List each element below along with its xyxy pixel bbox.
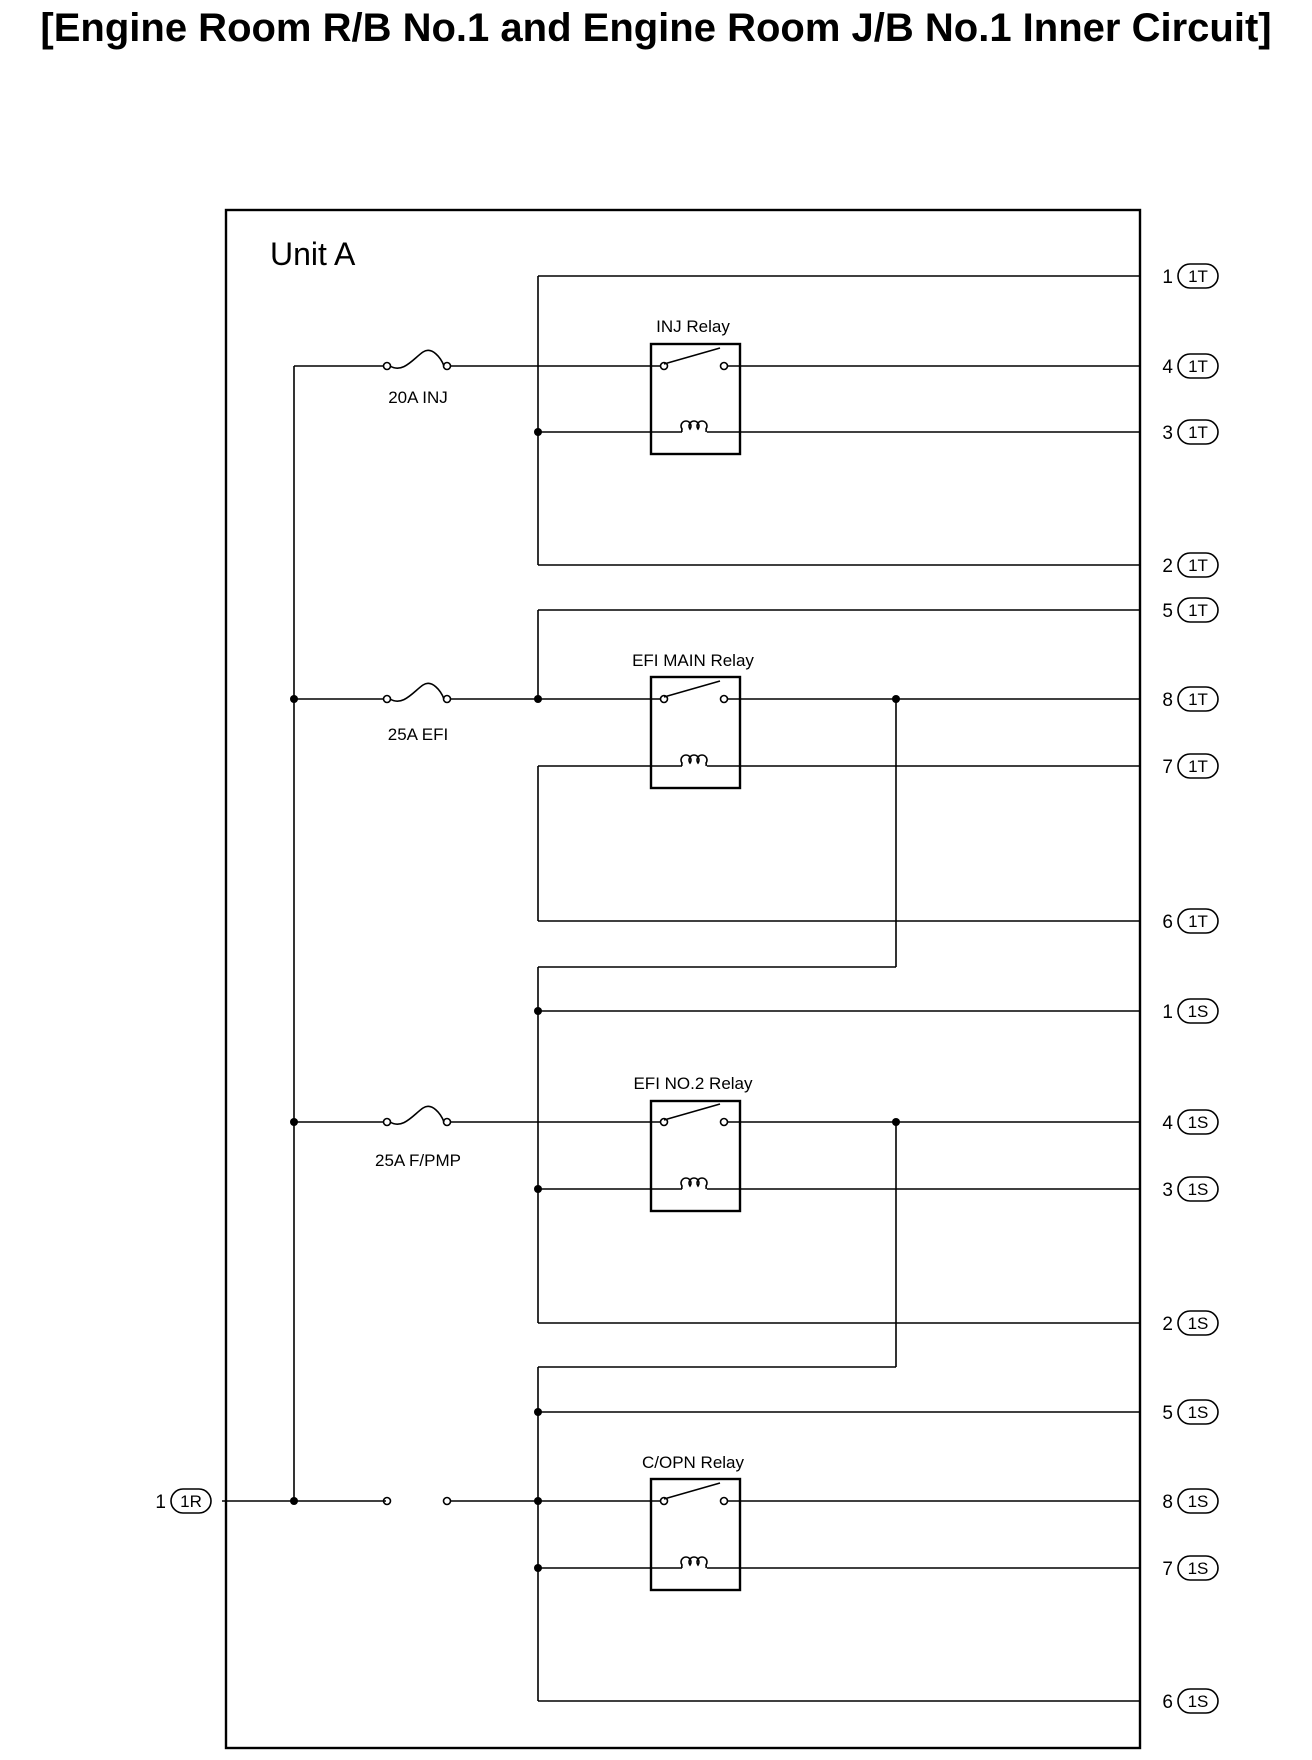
terminal-6-1s: 6 1S — [1162, 1688, 1219, 1714]
fuse-25a-efi: 25A EFI — [382, 682, 452, 744]
terminal-8-1t: 8 1T — [1162, 686, 1219, 712]
terminal-oval — [1177, 263, 1219, 289]
c-opn-relay: C/OPN Relay — [642, 1453, 745, 1592]
terminal-3-1t: 3 1T — [1162, 419, 1219, 445]
terminal-oval — [1177, 1399, 1219, 1425]
terminal-pin: 2 — [1162, 556, 1173, 577]
relay-label-efi-main: EFI MAIN Relay — [632, 651, 754, 670]
fuse-20a-inj: 20A INJ — [382, 349, 452, 407]
supply-bus — [222, 365, 386, 1502]
terminal-pin: 7 — [1162, 1559, 1173, 1580]
terminal-connector: 1T — [1188, 601, 1208, 620]
terminal-pin: 3 — [1162, 1180, 1173, 1201]
terminal-connector: 1R — [180, 1492, 202, 1511]
unit-a-box — [224, 208, 1142, 1750]
inj-relay: INJ Relay — [649, 317, 742, 456]
terminal-2-1s: 2 1S — [1162, 1310, 1219, 1336]
terminal-pin: 1 — [1162, 267, 1173, 288]
terminal-oval — [1177, 998, 1219, 1024]
terminal-7-1s: 7 1S — [1162, 1555, 1219, 1581]
terminal-oval — [1177, 419, 1219, 445]
terminal-pin: 4 — [1162, 1113, 1173, 1134]
terminal-connector: 1S — [1188, 1180, 1209, 1199]
terminal-oval — [1177, 1109, 1219, 1135]
terminal-pin: 1 — [155, 1492, 166, 1513]
terminal-connector: 1T — [1188, 357, 1208, 376]
terminal-pin: 1 — [1162, 1002, 1173, 1023]
empty-fuse-slot — [382, 1496, 538, 1506]
terminal-left-1r: 1 1R — [155, 1488, 212, 1514]
terminal-connector: 1T — [1188, 757, 1208, 776]
terminal-pin: 2 — [1162, 1314, 1173, 1335]
fuse-label-25a-fpmp: 25A F/PMP — [375, 1151, 461, 1170]
terminal-4-1s: 4 1S — [1162, 1109, 1219, 1135]
terminal-oval — [1177, 353, 1219, 379]
terminal-connector: 1T — [1188, 267, 1208, 286]
relay-label-inj: INJ Relay — [656, 317, 730, 336]
terminal-pin: 5 — [1162, 1403, 1173, 1424]
terminal-connector: 1S — [1188, 1403, 1209, 1422]
fuse-25a-fpmp: 25A F/PMP — [375, 1105, 461, 1170]
efi-main-relay: EFI MAIN Relay — [632, 651, 754, 790]
terminal-oval — [1177, 908, 1219, 934]
efi-main-relay-section — [290, 609, 1140, 968]
terminal-connector: 1S — [1188, 1002, 1209, 1021]
terminal-connector: 1S — [1188, 1692, 1209, 1711]
terminal-oval — [1177, 597, 1219, 623]
unit-label: Unit A — [270, 236, 356, 272]
terminal-oval — [1177, 1688, 1219, 1714]
terminal-4-1t: 4 1T — [1162, 353, 1219, 379]
terminal-connector: 1T — [1188, 556, 1208, 575]
terminal-5-1s: 5 1S — [1162, 1399, 1219, 1425]
terminal-oval — [1177, 753, 1219, 779]
terminal-7-1t: 7 1T — [1162, 753, 1219, 779]
c-opn-relay-section — [290, 1367, 1140, 1702]
terminal-3-1s: 3 1S — [1162, 1176, 1219, 1202]
terminal-oval — [1177, 552, 1219, 578]
terminal-connector: 1S — [1188, 1314, 1209, 1333]
terminal-pin: 8 — [1162, 690, 1173, 711]
terminal-pin: 5 — [1162, 601, 1173, 622]
relay-label-efi-no2: EFI NO.2 Relay — [633, 1074, 753, 1093]
fuse-label-25a-efi: 25A EFI — [388, 725, 448, 744]
efi-no2-relay-section — [290, 967, 1140, 1368]
terminal-connector: 1S — [1188, 1113, 1209, 1132]
terminal-pin: 7 — [1162, 757, 1173, 778]
terminal-2-1t: 2 1T — [1162, 552, 1219, 578]
terminal-oval — [1177, 686, 1219, 712]
page-title: [Engine Room R/B No.1 and Engine Room J/… — [40, 6, 1272, 50]
efi-no2-relay: EFI NO.2 Relay — [633, 1074, 753, 1213]
terminal-5-1t: 5 1T — [1162, 597, 1219, 623]
relay-label-c-opn: C/OPN Relay — [642, 1453, 745, 1472]
terminal-connector: 1S — [1188, 1559, 1209, 1578]
inj-relay-section — [451, 275, 1140, 566]
terminal-1-1t: 1 1T — [1162, 263, 1219, 289]
terminal-connector: 1S — [1188, 1492, 1209, 1511]
terminal-oval — [1177, 1488, 1219, 1514]
terminal-pin: 4 — [1162, 357, 1173, 378]
terminal-pin: 6 — [1162, 912, 1173, 933]
terminal-connector: 1T — [1188, 912, 1208, 931]
terminal-6-1t: 6 1T — [1162, 908, 1219, 934]
terminal-pin: 6 — [1162, 1692, 1173, 1713]
terminal-oval — [1177, 1555, 1219, 1581]
terminal-oval — [1177, 1310, 1219, 1336]
terminal-pin: 3 — [1162, 423, 1173, 444]
fuse-label-20a-inj: 20A INJ — [388, 388, 448, 407]
terminal-8-1s: 8 1S — [1162, 1488, 1219, 1514]
terminal-1-1s: 1 1S — [1162, 998, 1219, 1024]
terminal-oval — [1177, 1176, 1219, 1202]
terminal-pin: 8 — [1162, 1492, 1173, 1513]
terminal-connector: 1T — [1188, 690, 1208, 709]
terminal-connector: 1T — [1188, 423, 1208, 442]
